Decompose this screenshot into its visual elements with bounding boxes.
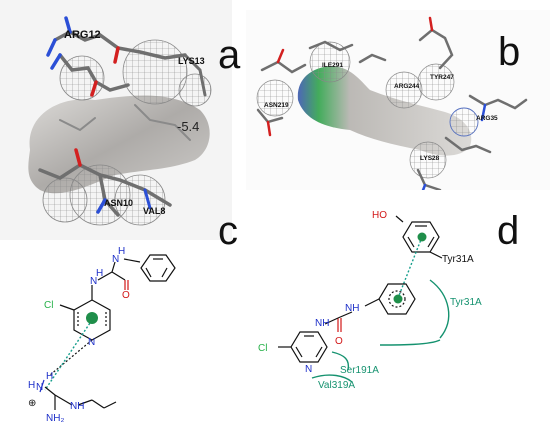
panel-a: ARG12 LYS13 ASN10 VAL8 -5.4 a [0, 0, 241, 240]
panel-d-atom-ho: HO [372, 210, 387, 221]
panel-b-label-arg244: ARG244 [394, 83, 420, 90]
panel-c-atom-h-urea-1: H [96, 268, 103, 279]
panel-d-arc-ser191a [331, 351, 350, 371]
panel-c-hbond-black [49, 339, 93, 376]
panel-c-atom-o-urea: O [122, 290, 130, 301]
panel-b-label-arg35: ARG35 [476, 115, 498, 122]
panel-b-letter: b [498, 30, 520, 74]
panel-d-atom-cl: Cl [258, 343, 267, 354]
panel-d-atom-n-ring: N [305, 364, 312, 375]
panel-b-label-lys28: LYS28 [420, 155, 440, 162]
panel-d-label-tyr31a: Tyr31A [450, 297, 482, 308]
panel-c-atom-h-urea-2: H [118, 246, 125, 257]
panel-d-label-ser191a: Ser191A [340, 365, 379, 376]
panel-a-residue-sticks [38, 16, 207, 217]
panel-b-residue-sticks [256, 16, 528, 200]
panel-a-mesh-sphere-lower-left [42, 177, 88, 223]
panel-a-letter: a [218, 33, 241, 77]
panel-d-label-val319a: Val319A [318, 380, 355, 391]
panel-c-molecule [39, 254, 176, 410]
panel-d-letter: d [497, 209, 519, 253]
panel-c-atom-guan-h2: H [28, 380, 35, 391]
panel-b-mesh-sphere-arg244 [385, 71, 423, 109]
panel-c-atom-guan-n1: N [36, 382, 43, 393]
panel-c-atom-guan-nh: NH [70, 401, 84, 412]
panel-d-arc-tyr31a [429, 279, 450, 339]
panel-d-atom-o: O [335, 336, 343, 347]
panel-c-atom-n-ring: N [88, 337, 95, 348]
panel-b-mesh-sphere-arg35 [449, 107, 479, 137]
panel-d-ring-centroid-bottom [393, 294, 403, 304]
panel-d-ring-centroid-top [417, 232, 427, 242]
panel-a-mesh-sphere-right [178, 73, 212, 107]
panel-d-arc-right [379, 339, 441, 346]
panel-b-label-asn219: ASN219 [264, 102, 289, 109]
panel-d-molecule [278, 215, 443, 363]
panel-d-atom-nh-2: NH [315, 318, 329, 329]
panel-b-mesh-sphere-lys28 [409, 141, 447, 179]
panel-b-label-tyr247: TYR247 [430, 74, 454, 81]
panel-c: c [28, 209, 238, 424]
panel-a-label-arg12: ARG12 [64, 29, 101, 41]
panel-c-phenyl-ring [140, 254, 176, 282]
panel-b-mesh-sphere-tyr247 [417, 63, 455, 101]
panel-b-mesh-sphere-asn219 [256, 79, 294, 117]
panel-c-atom-guan-nh2: NH₂ [46, 413, 64, 424]
panel-d-label-tyr31a-top: Tyr31A [442, 254, 474, 265]
panel-b-binding-surface [297, 66, 472, 156]
panel-b-label-ile291: ILE291 [322, 62, 343, 69]
panel-b: ILE291 TYR247 ARG244 ASN219 ARG35 LYS28 … [246, 10, 550, 215]
panel-c-letter: c [218, 209, 238, 253]
panel-c-ring-centroid [86, 312, 98, 324]
panel-c-atom-n-urea-1: N [90, 276, 97, 287]
panel-d: d [246, 190, 550, 400]
panel-b-mesh-sphere-ile291 [309, 41, 351, 83]
panel-d-atom-nh-1: NH [345, 303, 359, 314]
panel-d-pi-stack [397, 236, 423, 299]
panel-c-atom-guan-h1: H [46, 371, 53, 382]
panel-c-atom-guan-plus: ⊕ [28, 398, 36, 409]
panel-a-label-lys13: LYS13 [178, 56, 205, 66]
panel-c-atom-n-urea-2: N [112, 254, 119, 265]
panel-a-label-asn10: ASN10 [104, 198, 133, 208]
panel-a-energy-label: -5.4 [177, 119, 199, 134]
panel-a-label-val8: VAL8 [143, 206, 165, 216]
panel-d-arc-val319a [311, 374, 353, 383]
panel-c-atom-cl: Cl [44, 300, 53, 311]
